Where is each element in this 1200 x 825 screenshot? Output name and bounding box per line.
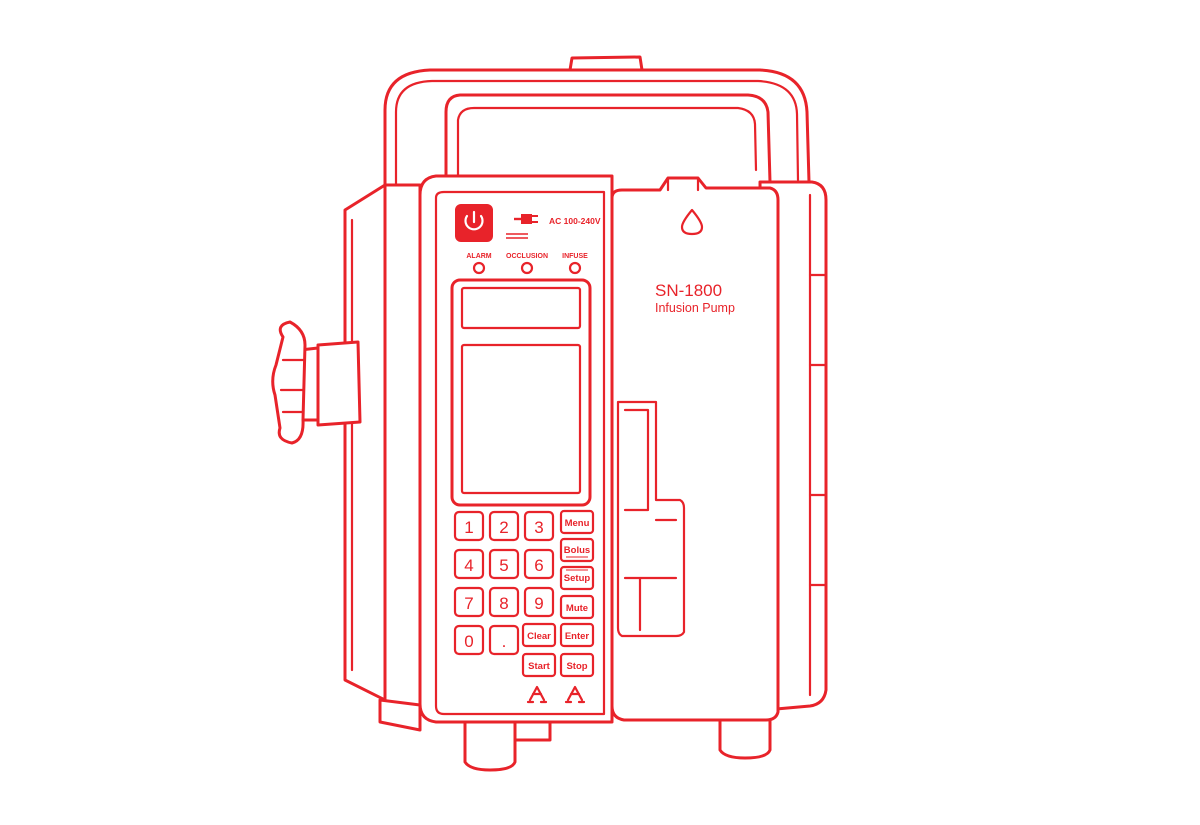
model-name: SN-1800 [655, 281, 722, 300]
tubing-symbol-icon-2 [564, 685, 586, 704]
power-icon [464, 210, 484, 231]
key-9-label: 9 [534, 594, 543, 613]
key-5-label: 5 [499, 556, 508, 575]
menu-button[interactable]: Menu [559, 509, 595, 535]
key-6[interactable]: 6 [523, 548, 555, 580]
pump-housing [271, 183, 772, 772]
key-1-label: 1 [464, 518, 473, 537]
top-display [460, 286, 582, 330]
bolus-button[interactable]: Bolus [559, 537, 595, 563]
model-subtitle: Infusion Pump [655, 301, 735, 315]
key-3[interactable]: 3 [523, 510, 555, 542]
bolus-button-label: Bolus [564, 545, 590, 556]
alarm-led-icon [472, 261, 486, 275]
keypad: 1 2 3 4 5 6 7 8 [453, 509, 595, 704]
status-indicators: ALARM OCCLUSION INFUSE [466, 253, 588, 275]
foot-right [718, 716, 772, 760]
foot-left [463, 716, 517, 772]
key-8[interactable]: 8 [488, 586, 520, 618]
menu-button-label: Menu [565, 518, 590, 529]
stop-button[interactable]: Stop [559, 652, 595, 678]
power-button[interactable] [455, 204, 493, 242]
drop-icon [680, 208, 704, 236]
key-0[interactable]: 0 [453, 624, 485, 656]
key-7[interactable]: 7 [453, 586, 485, 618]
plug-icon [506, 214, 538, 239]
clear-button-label: Clear [527, 631, 551, 642]
infuse-led-icon [568, 261, 582, 275]
key-8-label: 8 [499, 594, 508, 613]
key-decimal-label: . [502, 632, 507, 651]
pump-door[interactable] [610, 176, 780, 722]
occlusion-led-icon [520, 261, 534, 275]
clamp-knob[interactable] [271, 320, 362, 445]
key-4[interactable]: 4 [453, 548, 485, 580]
indicator-occlusion-label: OCCLUSION [506, 253, 548, 260]
setup-button-label: Setup [564, 573, 591, 584]
indicator-infuse: INFUSE [562, 253, 588, 275]
key-7-label: 7 [464, 594, 473, 613]
start-button-label: Start [528, 661, 550, 672]
key-3-label: 3 [534, 518, 543, 537]
indicator-occlusion: OCCLUSION [506, 253, 548, 275]
key-9[interactable]: 9 [523, 586, 555, 618]
tubing-symbol-icon [526, 685, 548, 704]
power-row: AC 100-240V [455, 204, 601, 242]
main-display [460, 343, 582, 495]
enter-button-label: Enter [565, 631, 590, 642]
stop-button-label: Stop [566, 661, 587, 672]
key-6-label: 6 [534, 556, 543, 575]
display-area [450, 278, 592, 507]
key-2[interactable]: 2 [488, 510, 520, 542]
key-decimal[interactable]: . [488, 624, 520, 656]
setup-button[interactable]: Setup [559, 565, 595, 591]
door-branding: SN-1800 Infusion Pump [655, 208, 735, 315]
indicator-alarm: ALARM [466, 253, 492, 275]
key-1[interactable]: 1 [453, 510, 485, 542]
start-button[interactable]: Start [521, 652, 557, 678]
clear-button[interactable]: Clear [521, 622, 557, 648]
carry-handle [383, 55, 811, 192]
mute-button[interactable]: Mute [559, 594, 595, 620]
indicator-alarm-label: ALARM [466, 253, 491, 260]
key-0-label: 0 [464, 632, 473, 651]
mute-button-label: Mute [566, 603, 588, 614]
key-2-label: 2 [499, 518, 508, 537]
key-5[interactable]: 5 [488, 548, 520, 580]
voltage-label: AC 100-240V [549, 216, 601, 226]
key-4-label: 4 [464, 556, 473, 575]
enter-button[interactable]: Enter [559, 622, 595, 648]
indicator-infuse-label: INFUSE [562, 253, 588, 260]
